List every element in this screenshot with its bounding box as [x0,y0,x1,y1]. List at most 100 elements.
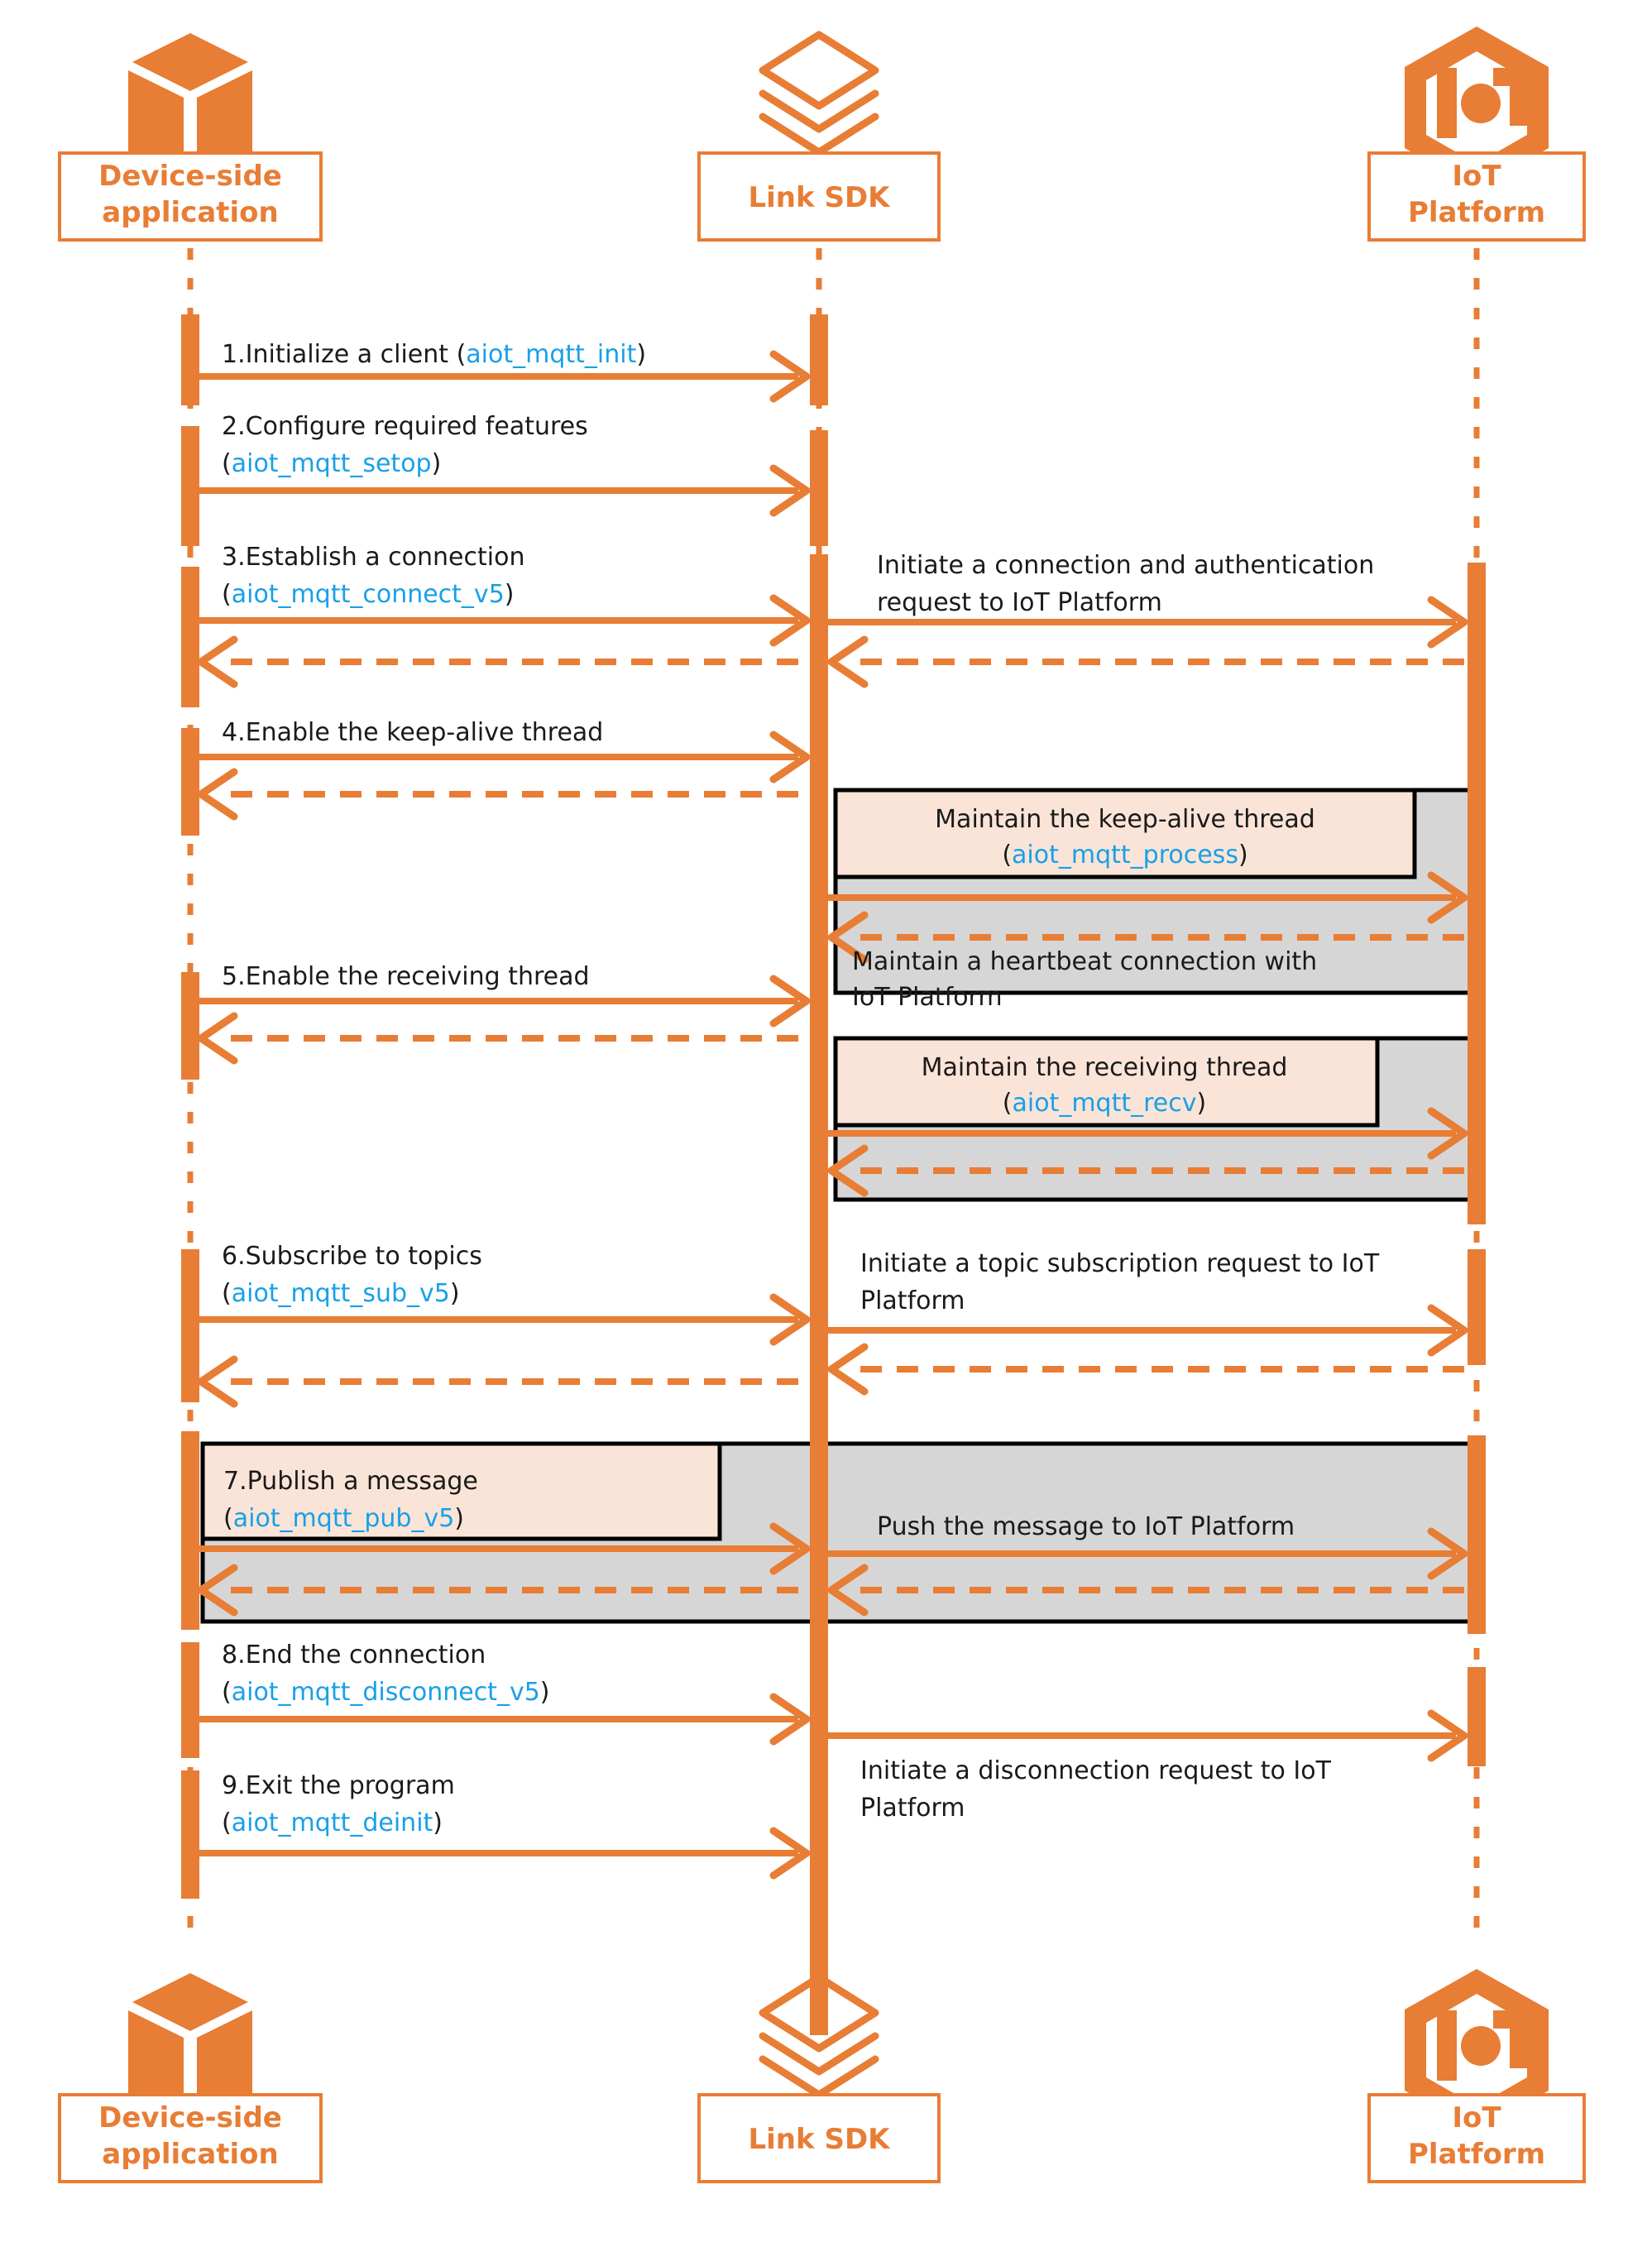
fragment-publish-inner-line1: Push the message to IoT Platform [877,1512,1295,1541]
fragment-receiving-label-box [833,1036,1380,1128]
actor-label-platform-bottom-line2: Platform [1408,2138,1545,2171]
arrowhead-message-6-return [197,1355,238,1408]
cube-icon [128,33,252,175]
arrowhead-message-8-right [1427,1709,1468,1762]
arrowhead-message-3 [769,594,811,647]
activation-platform-4 [1468,1667,1486,1766]
activation-device-5 [181,972,199,1080]
message-4-label: 4.Enable the keep-alive thread [222,718,603,747]
actor-header-device[interactable]: Device-side application [58,33,323,242]
message-6-label-line2: (aiot_mqtt_sub_v5) [222,1279,460,1308]
actor-box-sdk-bottom [697,2093,941,2183]
arrowhead-message-2 [769,464,811,517]
arrowhead-publish-return [197,1564,238,1617]
actor-footer-platform[interactable]: IoT Platform [1367,1969,1586,2183]
fragment-keepalive-label-line2: (aiot_mqtt_process) [1002,841,1247,869]
arrowhead-message-8 [769,1693,811,1746]
actor-label-platform-line2: Platform [1408,196,1545,229]
actor-box-platform-bottom [1367,2093,1586,2183]
message-5-label: 5.Enable the receiving thread [222,962,590,991]
fragment-receiving-label-line1: Maintain the receiving thread [922,1053,1288,1082]
activation-platform-1 [1468,563,1486,1224]
arrowhead-publish-push-return [827,1564,869,1617]
arrowhead-message-3-return [197,635,238,688]
activation-device-7 [181,1431,199,1630]
message-3-right-label-line2: request to IoT Platform [877,588,1162,617]
actor-label-device-line2: application [102,196,279,229]
arrowhead-keepalive-out [1427,871,1468,924]
actor-footer-sdk[interactable]: Link SDK [697,1973,941,2183]
activation-platform-3 [1468,1435,1486,1634]
actor-label-device-line1: Device-side [98,160,282,193]
activation-sdk-9 [810,1812,828,1928]
actor-label-device-bottom-line1: Device-side [98,2101,282,2134]
activation-device-1 [181,314,199,405]
activation-device-3 [181,567,199,707]
arrowhead-message-6 [769,1293,811,1346]
arrowhead-message-9 [769,1827,811,1880]
actor-box-device-bottom [58,2093,323,2183]
arrowhead-keepalive-return [827,911,869,964]
activation-device-4 [181,728,199,836]
fragment-keepalive-inner-line1: Maintain a heartbeat connection with [852,947,1317,976]
message-6-right-label-line2: Platform [860,1286,965,1315]
actor-label-sdk-bottom-line1: Link SDK [748,2123,891,2156]
actor-footer-device[interactable]: Device-side application [58,1973,323,2183]
message-2-label-line2: (aiot_mqtt_setop) [222,449,441,478]
message-1-label: 1.Initialize a client (aiot_mqtt_init) [222,340,646,369]
message-3-label-line2: (aiot_mqtt_connect_v5) [222,580,515,609]
activation-sdk-1 [810,314,828,405]
layers-icon [759,31,879,156]
actor-label-device-bottom-line2: application [102,2138,279,2171]
arrowhead-message-3-right-return [827,635,869,688]
arrowhead-receiving-out [1427,1107,1468,1160]
message-3-label-line1: 3.Establish a connection [222,543,524,572]
arrowhead-message-6-right-return [827,1343,869,1396]
message-6-right-label-line1: Initiate a topic subscription request to… [860,1249,1380,1278]
activation-sdk-main [810,554,828,2035]
arrowhead-message-1 [769,350,811,403]
actor-header-sdk[interactable]: Link SDK [697,31,941,242]
arrowhead-message-4-return [197,768,238,821]
fragment-publish-label-line1: 7.Publish a message [223,1467,478,1496]
iot-hexagon-icon [1405,26,1549,189]
arrowhead-receiving-return [827,1144,869,1197]
fragment-keepalive-inner-line2: IoT Platform [852,983,1003,1012]
actor-box-device [58,151,323,242]
actor-label-platform-bottom-line1: IoT [1452,2101,1501,2134]
iot-hexagon-icon-bottom [1405,1969,1549,2131]
arrowhead-publish-out [769,1522,811,1575]
message-9-label-line2: (aiot_mqtt_deinit) [222,1808,443,1837]
message-8-right-label-line1: Initiate a disconnection request to IoT [860,1756,1332,1785]
message-3-right-label-line1: Initiate a connection and authentication [877,551,1374,580]
activation-platform-2 [1468,1249,1486,1365]
message-9-label-line1: 9.Exit the program [222,1771,455,1800]
activation-device-9 [181,1770,199,1899]
fragment-keepalive-label-box [833,788,1417,879]
actor-header-platform[interactable]: IoT Platform [1367,26,1586,242]
activation-device-8 [181,1642,199,1758]
fragment-keepalive-label-line1: Maintain the keep-alive thread [935,805,1315,834]
arrowhead-message-5-return [197,1012,238,1065]
message-2-label-line1: 2.Configure required features [222,412,588,441]
fragment-publish-label-box [200,1441,722,1541]
fragment-publish-label-line2: (aiot_mqtt_pub_v5) [223,1504,464,1533]
arrowhead-message-5 [769,975,811,1028]
arrowhead-message-4 [769,731,811,783]
fragment-receiving-label-line2: (aiot_mqtt_recv) [1003,1089,1206,1118]
message-6-label-line1: 6.Subscribe to topics [222,1242,482,1271]
cube-icon-bottom [128,1973,252,2115]
message-8-right-label-line2: Platform [860,1794,965,1823]
actor-label-platform-line1: IoT [1452,160,1501,193]
message-8-label-line2: (aiot_mqtt_disconnect_v5) [222,1678,550,1707]
arrowhead-message-6-right [1427,1304,1468,1357]
arrowhead-message-3-right [1427,596,1468,649]
actor-box-platform [1367,151,1586,242]
message-8-label-line1: 8.End the connection [222,1641,486,1670]
actor-box-sdk [697,151,941,242]
activation-sdk-2 [810,430,828,546]
arrowhead-publish-push [1427,1527,1468,1580]
activation-device-2 [181,426,199,546]
activation-device-6 [181,1249,199,1402]
